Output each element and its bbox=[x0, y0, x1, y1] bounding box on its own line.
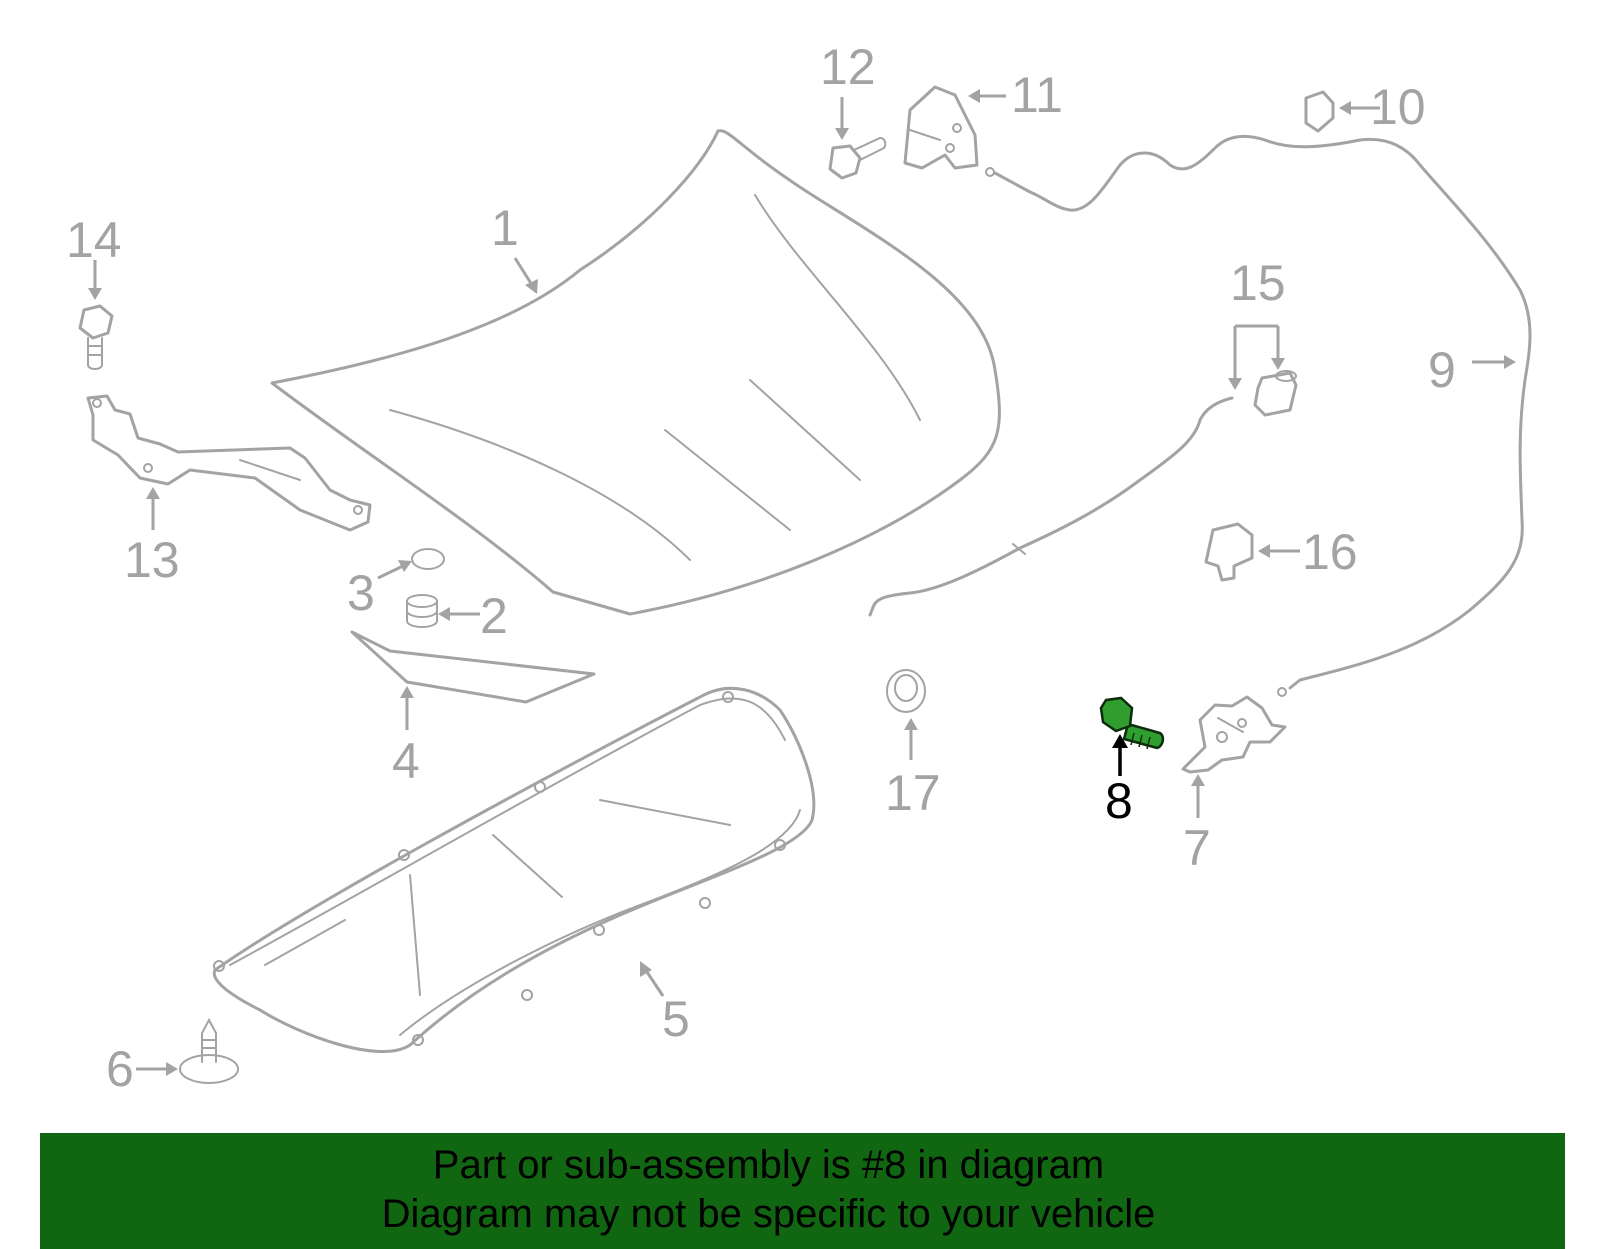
part-3-washer bbox=[411, 548, 445, 570]
part-5-insulator bbox=[212, 686, 816, 1054]
callout-9: 9 bbox=[1428, 342, 1456, 398]
arrow-5 bbox=[640, 961, 665, 997]
arrow-11 bbox=[968, 89, 1006, 103]
callout-4: 4 bbox=[392, 733, 420, 789]
arrow-10 bbox=[1339, 101, 1380, 115]
banner-line-1: Part or sub-assembly is #8 in diagram bbox=[432, 1143, 1105, 1187]
callout-12: 12 bbox=[820, 39, 876, 95]
arrow-9 bbox=[1472, 355, 1516, 369]
callout-11: 11 bbox=[1011, 67, 1063, 123]
callout-8: 8 bbox=[1105, 773, 1133, 829]
info-banner: Part or sub-assembly is #8 in diagram Di… bbox=[40, 1133, 1565, 1249]
arrow-8 bbox=[1112, 734, 1128, 776]
callout-17: 17 bbox=[885, 765, 941, 821]
callout-7: 7 bbox=[1183, 820, 1211, 876]
part-11-bracket bbox=[903, 85, 979, 170]
part-17-grommet bbox=[886, 669, 926, 713]
callout-14: 14 bbox=[66, 212, 122, 268]
callout-1: 1 bbox=[491, 200, 519, 256]
arrow-4 bbox=[400, 686, 414, 730]
part-9-cable bbox=[985, 134, 1532, 697]
banner-line-2: Diagram may not be specific to your vehi… bbox=[381, 1192, 1156, 1236]
part-6-clip bbox=[179, 1017, 239, 1084]
callout-2: 2 bbox=[480, 588, 508, 644]
arrow-7 bbox=[1191, 774, 1205, 818]
part-15-secondary-cable bbox=[868, 370, 1298, 617]
callout-6: 6 bbox=[106, 1041, 134, 1097]
part-10-grommet bbox=[1304, 90, 1335, 133]
callout-13: 13 bbox=[124, 532, 180, 588]
part-14-bolt bbox=[78, 304, 114, 370]
part-4-seal bbox=[350, 630, 596, 704]
arrow-15 bbox=[1228, 324, 1285, 390]
arrow-17 bbox=[904, 718, 918, 760]
part-12-bolt bbox=[828, 137, 887, 180]
callout-16: 16 bbox=[1302, 524, 1358, 580]
arrow-6 bbox=[136, 1062, 178, 1076]
arrow-16 bbox=[1258, 544, 1300, 558]
arrow-13 bbox=[146, 487, 160, 530]
part-13-hinge bbox=[86, 394, 372, 532]
part-16-bumper bbox=[1204, 522, 1254, 582]
arrow-14 bbox=[88, 260, 102, 300]
part-7-latch bbox=[1181, 695, 1287, 774]
arrow-2 bbox=[438, 607, 480, 621]
part-8-bolt bbox=[1099, 696, 1165, 750]
parts-diagram: 1 2 3 4 bbox=[66, 39, 1532, 1097]
part-1-hood bbox=[270, 129, 1001, 616]
arrow-12 bbox=[835, 97, 849, 140]
arrow-3 bbox=[377, 560, 412, 580]
callout-3: 3 bbox=[347, 565, 375, 621]
arrow-1 bbox=[513, 257, 538, 294]
callout-5: 5 bbox=[662, 991, 690, 1047]
part-2-bumper bbox=[406, 594, 438, 628]
callout-15: 15 bbox=[1230, 255, 1286, 311]
